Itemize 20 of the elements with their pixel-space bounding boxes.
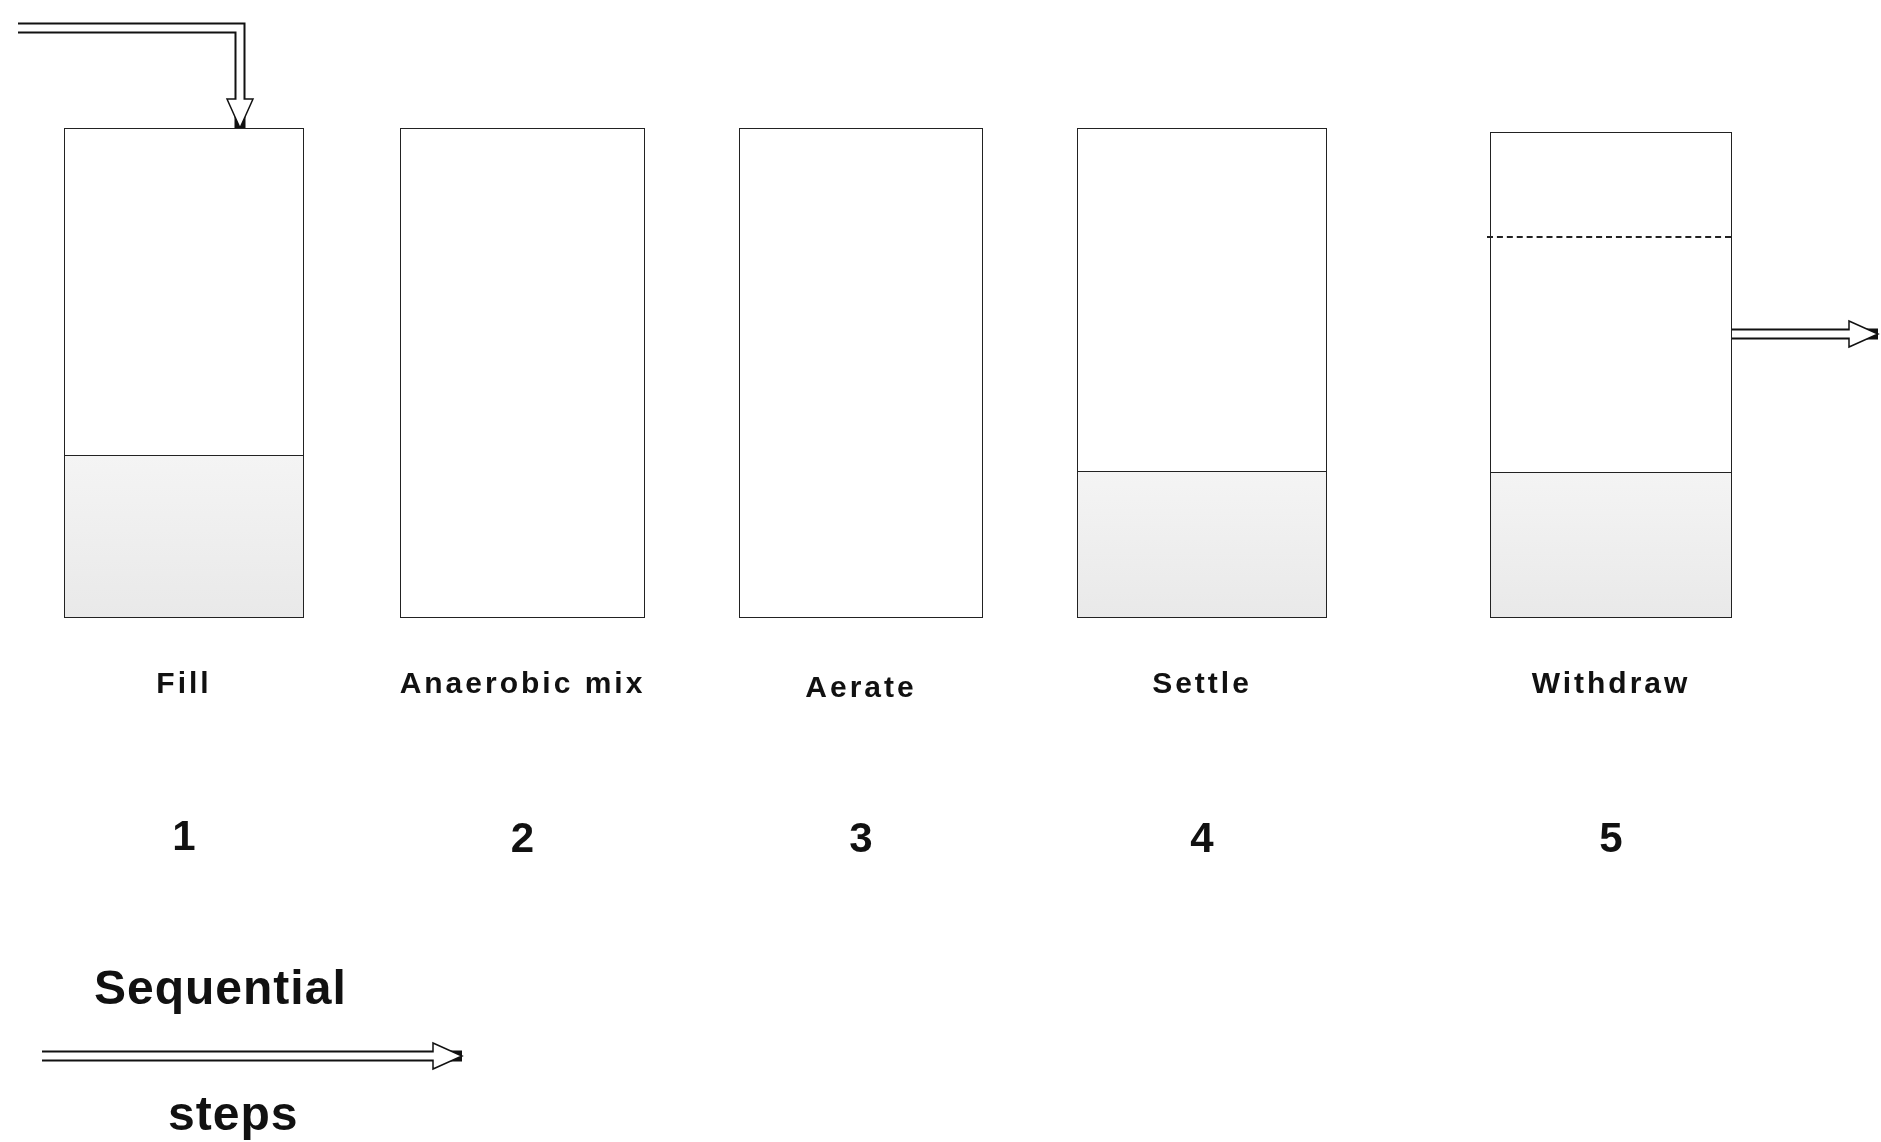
sludge-layer xyxy=(65,455,303,617)
direction-label: Sequential xyxy=(94,960,347,1015)
tank xyxy=(1490,132,1732,618)
direction-label: steps xyxy=(168,1086,299,1141)
step-caption: Withdraw xyxy=(1531,666,1691,700)
step-number: 4 xyxy=(1190,814,1214,862)
step-number: 3 xyxy=(849,814,873,862)
sludge-layer xyxy=(1491,472,1731,617)
tank xyxy=(739,128,983,618)
tank xyxy=(64,128,304,618)
step-caption: Anaerobic mix xyxy=(399,666,646,700)
step-number: 2 xyxy=(510,814,535,862)
step-caption: Fill xyxy=(156,666,212,700)
sludge-layer xyxy=(1078,471,1326,617)
step-caption: Settle xyxy=(1152,666,1252,700)
tank xyxy=(400,128,645,618)
step-caption: Aerate xyxy=(805,670,917,704)
tank xyxy=(1077,128,1327,618)
step-number: 1 xyxy=(172,812,196,860)
step-number: 5 xyxy=(1599,814,1623,862)
